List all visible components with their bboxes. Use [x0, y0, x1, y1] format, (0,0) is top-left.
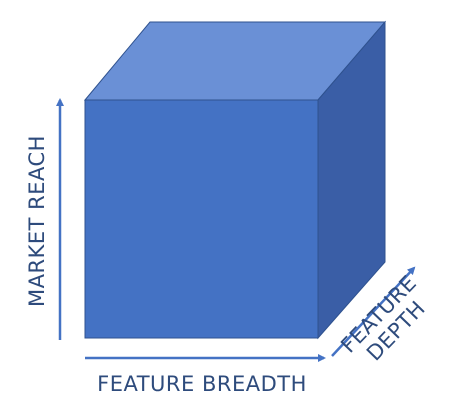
market-reach-label: MARKET REACH [25, 135, 49, 307]
feature-breadth-label: FEATURE BREADTH [97, 372, 307, 396]
cube [83, 20, 387, 340]
feature-depth-arrow [331, 266, 416, 357]
cube-front-face [84, 99, 319, 339]
